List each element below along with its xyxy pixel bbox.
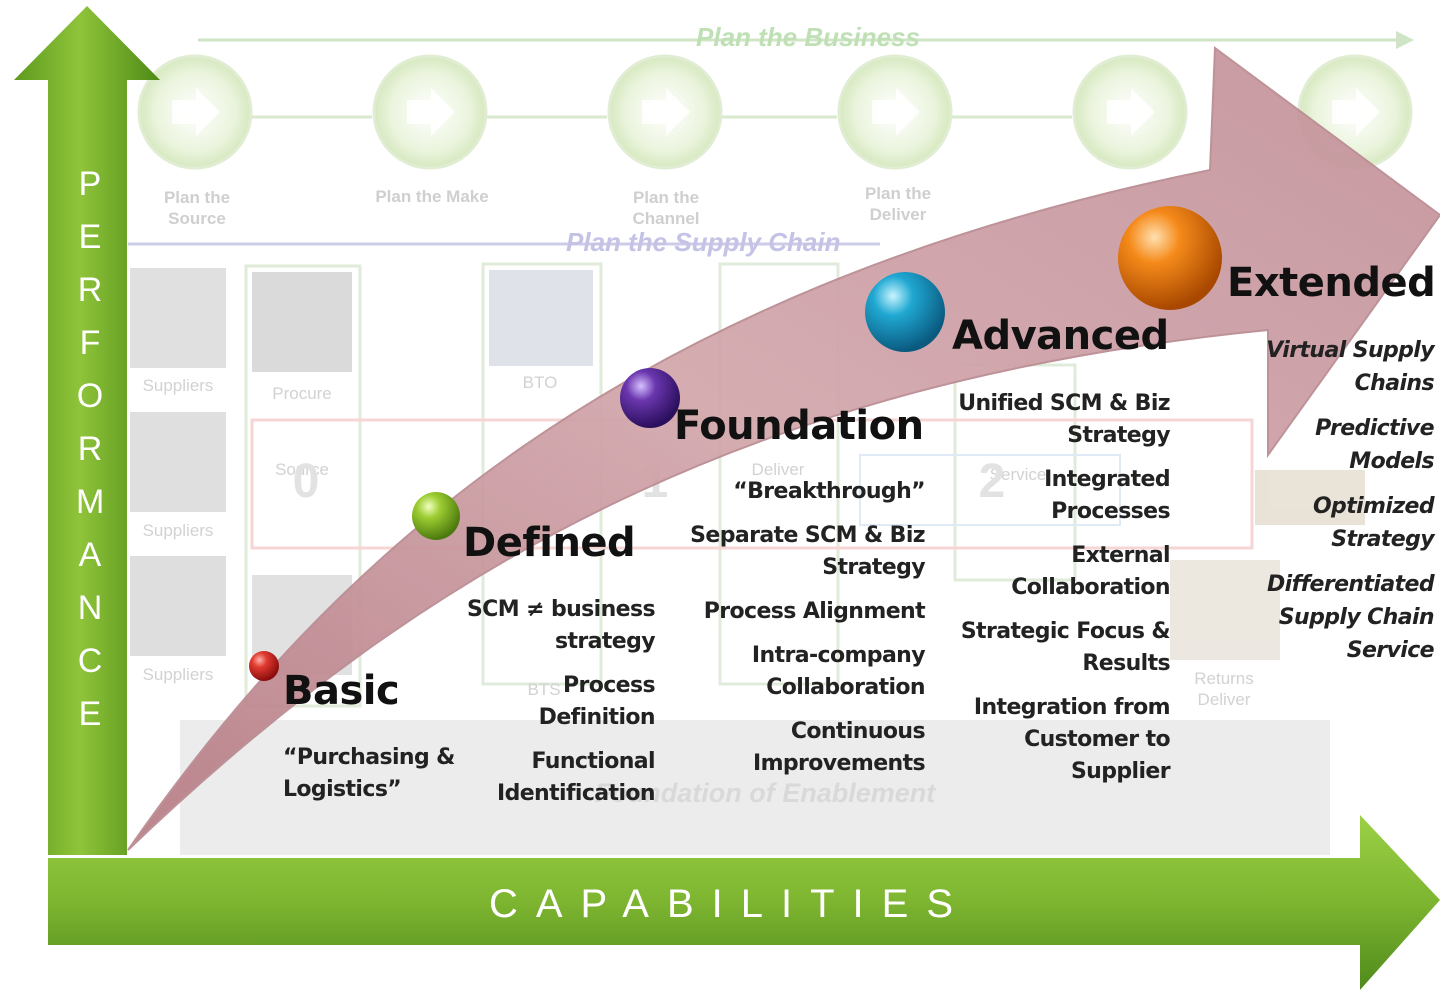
stage-item: Functional Identification bbox=[496, 749, 656, 806]
plan-business-label: Plan the Business bbox=[696, 22, 920, 52]
advanced-items: Unified SCM & Biz Strategy Integrated Pr… bbox=[948, 388, 1170, 800]
node-label: BTO bbox=[523, 373, 558, 392]
performance-axis-arrow bbox=[14, 6, 160, 855]
defined-sphere bbox=[412, 492, 460, 540]
extended-sphere bbox=[1118, 206, 1222, 310]
node-label: Procure bbox=[272, 384, 332, 403]
stage-item: “Purchasing & Logistics” bbox=[283, 745, 455, 802]
node-label: Deliver bbox=[752, 460, 805, 479]
axis-letter: E bbox=[78, 218, 102, 256]
node-label: Suppliers bbox=[143, 521, 214, 540]
node-label: Suppliers bbox=[143, 665, 214, 684]
stage-item: Intra-company Collaboration bbox=[751, 643, 926, 700]
axis-letter: R bbox=[77, 430, 103, 468]
stage-item: Differentiated Supply Chain Service bbox=[1267, 572, 1435, 663]
basic-items: “Purchasing & Logistics” bbox=[283, 742, 463, 818]
axis-letter: C bbox=[77, 642, 103, 680]
stage-item: Unified SCM & Biz Strategy bbox=[958, 391, 1170, 448]
stage-item: Separate SCM & Biz Strategy bbox=[690, 523, 925, 580]
plan-label: Plan the bbox=[164, 188, 230, 207]
bto-tile bbox=[489, 270, 593, 366]
stage-item: Integrated Processes bbox=[1044, 467, 1171, 524]
axis-letter: R bbox=[77, 271, 103, 309]
plan-label: Deliver bbox=[870, 205, 927, 224]
supplier-tile bbox=[130, 268, 226, 368]
stage-item: Predictive Models bbox=[1315, 416, 1434, 474]
procure-tile bbox=[252, 272, 352, 372]
plan-label: Source bbox=[168, 209, 226, 228]
node-label: Returns bbox=[1194, 669, 1254, 688]
foundation-enablement-label: Foundation of Enablement bbox=[595, 778, 936, 808]
defined-items: SCM ≠ business strategy Process Definiti… bbox=[440, 594, 656, 822]
foundation-sphere bbox=[620, 368, 680, 428]
arrow-right-icon bbox=[1332, 88, 1380, 136]
basic-sphere bbox=[249, 651, 279, 681]
stage-item: Virtual Supply Chains bbox=[1266, 338, 1434, 396]
stage-item: External Collaboration bbox=[1011, 543, 1170, 600]
node-label: Deliver bbox=[1198, 690, 1251, 709]
node-label: BTS bbox=[527, 680, 560, 699]
capabilities-axis-arrow bbox=[48, 815, 1440, 990]
arrow-right-icon bbox=[642, 88, 690, 136]
node-label: Service bbox=[990, 465, 1047, 484]
stage-title-foundation: Foundation bbox=[674, 403, 924, 449]
procure-frame bbox=[244, 264, 362, 708]
axis-letter: A bbox=[78, 536, 102, 574]
arrow-right-icon bbox=[172, 88, 220, 136]
advanced-sphere bbox=[865, 272, 945, 352]
plan-business-arrowhead bbox=[1396, 31, 1414, 49]
stage-item: “Breakthrough” bbox=[733, 479, 925, 504]
background-labels: Plan the Source Plan the Make Plan the C… bbox=[164, 184, 931, 228]
node-labels: Suppliers Suppliers Suppliers Procure So… bbox=[143, 373, 1254, 709]
node-label: Suppliers bbox=[143, 376, 214, 395]
arrow-right-icon bbox=[872, 88, 920, 136]
supplier-tile bbox=[130, 412, 226, 512]
stage-item: Continuous Improvements bbox=[752, 719, 926, 776]
foundation-items: “Breakthrough” Separate SCM & Biz Strate… bbox=[680, 476, 925, 792]
capabilities-axis-label: CAPABILITIES bbox=[488, 882, 971, 926]
stage-title-extended: Extended bbox=[1227, 260, 1436, 306]
axis-letter: E bbox=[78, 695, 102, 733]
axis-letter: F bbox=[79, 324, 101, 362]
stage-title-defined: Defined bbox=[463, 520, 636, 566]
blue-process-box bbox=[859, 454, 1121, 526]
plan-label: Channel bbox=[632, 209, 699, 228]
stage-item: Process Definition bbox=[538, 673, 656, 730]
step-digit: 2 bbox=[979, 455, 1006, 508]
plan-label: Plan the bbox=[633, 188, 699, 207]
axis-letter: P bbox=[78, 165, 102, 203]
plan-supply-label: Plan the Supply Chain bbox=[566, 227, 840, 257]
arrow-right-icon bbox=[407, 88, 455, 136]
returns-tile bbox=[1170, 560, 1280, 660]
stage-item: Integration from Customer to Supplier bbox=[973, 695, 1171, 784]
extended-items: Virtual Supply Chains Predictive Models … bbox=[1250, 334, 1434, 679]
stage-item: SCM ≠ business strategy bbox=[466, 597, 656, 654]
axis-letter: M bbox=[76, 483, 105, 521]
stage-title-advanced: Advanced bbox=[952, 313, 1169, 359]
stage-item: Optimized Strategy bbox=[1312, 494, 1435, 552]
axis-letter: O bbox=[76, 377, 104, 415]
supplier-tile bbox=[130, 556, 226, 656]
node-label: Source bbox=[275, 460, 329, 479]
maturity-curve-arrow bbox=[127, 46, 1440, 851]
stage-item: Process Alignment bbox=[703, 599, 926, 624]
plan-label: Plan the bbox=[865, 184, 931, 203]
foundation-band bbox=[180, 720, 1330, 855]
step-digit: 0 bbox=[293, 455, 320, 508]
plan-label: Plan the Make bbox=[375, 187, 488, 206]
deliver-frame bbox=[718, 262, 840, 686]
customer-tile bbox=[1255, 470, 1365, 525]
axis-letter: N bbox=[77, 589, 103, 627]
stage-item: Strategic Focus & Results bbox=[960, 619, 1171, 676]
arrow-right-icon bbox=[1107, 88, 1155, 136]
stage-title-basic: Basic bbox=[283, 668, 400, 714]
